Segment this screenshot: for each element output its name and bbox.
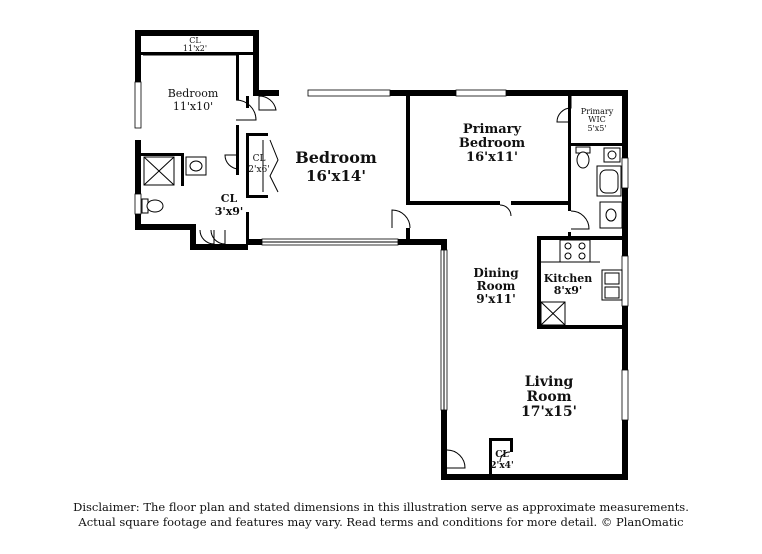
closet-rods: [143, 54, 279, 193]
room-dim-kitchen: 8'x9': [554, 284, 583, 297]
room-label-closet-2x6: CL: [253, 154, 266, 164]
room-dim-closet-top: 11'x2': [183, 44, 207, 53]
room-label-primary-bedroom-2: Bedroom: [459, 136, 526, 151]
room-dim-dining: 9'x11': [476, 292, 516, 306]
room-dim-bedroom-large: 16'x14': [306, 167, 366, 185]
room-dim-bedroom-small: 11'x10': [173, 100, 213, 113]
room-dim-closet-2x6: 2'x6': [248, 165, 269, 175]
room-label-closet-3x9: CL: [221, 192, 238, 205]
room-label-primary-wic-2: WIC: [588, 115, 606, 124]
room-label-primary-wic-1: Primary: [581, 107, 614, 116]
room-dim-primary-wic: 5'x5': [587, 124, 606, 133]
windows: [134, 81, 629, 421]
room-dim-closet-2x4: 2'x4': [490, 461, 513, 471]
room-label-living-1: Living: [525, 374, 574, 390]
room-label-kitchen: Kitchen: [544, 272, 593, 285]
room-label-dining-1: Dining: [473, 266, 519, 280]
room-label-closet-top: CL: [189, 36, 201, 45]
stove-icon: [559, 239, 591, 263]
room-label-living-2: Room: [526, 389, 571, 405]
room-dim-primary-bedroom: 16'x11': [466, 150, 518, 165]
walls: [135, 30, 628, 480]
doors: [199, 95, 590, 469]
room-label-closet-2x4: CL: [495, 450, 509, 460]
room-label-dining-2: Room: [477, 279, 516, 293]
room-dim-living: 17'x15': [521, 404, 577, 420]
room-label-bedroom-small: Bedroom: [168, 87, 219, 100]
disclaimer-line-2: Actual square footage and features may v…: [78, 515, 684, 529]
room-dim-closet-3x9: 3'x9': [215, 205, 244, 218]
fixtures: [141, 146, 623, 326]
room-label-bedroom-large: Bedroom: [295, 148, 377, 167]
disclaimer-line-1: Disclaimer: The floor plan and stated di…: [73, 500, 689, 514]
room-labels: CL 11'x2' Bedroom 11'x10' CL 2'x6' Bedro…: [168, 36, 614, 471]
room-label-primary-bedroom-1: Primary: [463, 122, 522, 137]
